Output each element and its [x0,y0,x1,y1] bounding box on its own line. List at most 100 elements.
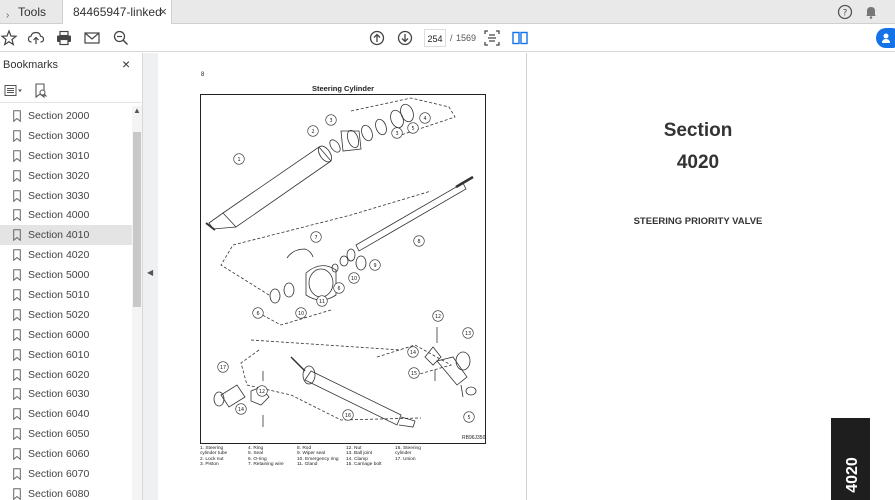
bookmark-item[interactable]: Section 6030 [0,384,132,404]
legend-entry: 15. Carriage bolt [346,462,382,468]
legend-column: 16. Steering cylinder 17. Union [395,446,455,462]
bookmark-item[interactable]: Section 6010 [0,345,132,365]
bookmark-label: Section 6080 [28,487,90,500]
bookmark-icon [13,209,21,222]
bookmark-item[interactable]: Section 3020 [0,166,132,186]
legend-entry: 1. Steering [200,446,224,451]
find-bookmark-icon[interactable] [34,83,48,99]
figure-reference: RB96J350 [462,435,486,441]
document-scrollbar[interactable] [870,53,895,500]
legend-entry: 17. Union [395,456,416,462]
bookmark-item[interactable]: Section 5010 [0,285,132,305]
bookmark-item[interactable]: Section 6070 [0,464,132,484]
bookmark-item[interactable]: Section 6020 [0,365,132,385]
document-view [158,53,870,500]
legend-entry: 14. Clamp [346,456,368,462]
cloud-upload-icon[interactable] [27,29,45,47]
bookmark-item[interactable]: Section 3030 [0,186,132,206]
bookmark-item[interactable]: Section 4010 [0,225,132,246]
tab-document[interactable]: 84465947-linked pd... × [62,0,172,43]
tab-separator-icon: › [6,10,10,21]
bookmarks-header: Bookmarks × [0,53,143,77]
section-heading: Section [663,120,733,141]
fit-page-icon[interactable] [483,29,501,47]
callout-label: 11 [319,299,325,305]
bookmark-icon [13,388,21,401]
bookmark-label: Section 6050 [28,428,90,441]
bookmark-label: Section 3030 [28,189,90,202]
steering-cylinder-figure: 1 2 3 4 5 3 7 8 9 10 6 11 10 6 12 13 14 … [200,94,486,444]
bookmark-item[interactable]: Section 6040 [0,404,132,424]
bookmark-label: Section 6040 [28,408,90,421]
bookmark-item[interactable]: Section 6080 [0,484,132,500]
print-icon[interactable] [55,29,73,47]
section-side-tab: 4020 [831,418,871,500]
bookmark-label: Section 6030 [28,388,90,401]
bookmark-label: Section 6070 [28,468,90,481]
bookmark-item[interactable]: Section 6060 [0,444,132,464]
bookmark-item[interactable]: Section 2000 [0,106,132,126]
scrollbar-thumb[interactable] [133,132,141,307]
star-icon[interactable] [0,29,18,47]
share-button[interactable] [876,28,895,48]
bookmark-item[interactable]: Section 5000 [0,265,132,285]
bookmarks-toolbar [0,79,143,103]
callout-label: 1 [237,157,240,163]
side-tab-label: 4020 [844,457,861,493]
bookmark-icon [13,289,21,302]
bookmark-label: Section 4010 [28,229,90,242]
bookmark-item[interactable]: Section 6000 [0,325,132,345]
scroll-up-icon[interactable]: ▲ [133,106,141,115]
tab-close-icon[interactable]: × [159,4,167,19]
callout-label: 12 [259,389,265,395]
collapse-panel-icon[interactable]: ◀ [147,268,154,277]
bookmark-label: Section 5020 [28,308,90,321]
legend-entry: 11. Gland [297,462,318,468]
legend-entry: 13. Ball joint [346,451,373,457]
bookmark-item[interactable]: Section 4000 [0,205,132,225]
callout-label: 5 [411,126,414,132]
bookmark-item[interactable]: Section 5020 [0,305,132,325]
callout-label: 14 [238,407,244,413]
legend-entry: 10. Emergency ring [297,456,339,462]
bookmark-item[interactable]: Section 4020 [0,245,132,265]
two-page-view-icon[interactable] [511,29,529,47]
bookmark-item[interactable]: Section 3010 [0,146,132,166]
tab-bar: › Tools 84465947-linked pd... × ? [0,0,895,43]
bookmarks-scrollbar[interactable]: ▲ [132,106,142,500]
callout-label: 10 [298,311,304,317]
callout-label: 15 [411,371,417,377]
bookmark-label: Section 3020 [28,169,90,182]
legend-entry: 16. Steering [395,446,421,451]
bookmark-icon [13,328,21,341]
next-page-icon[interactable] [396,29,414,47]
bookmark-item[interactable]: Section 6050 [0,424,132,444]
toolbar: 254 / 1569 [0,24,895,52]
bookmark-label: Section 6020 [28,368,90,381]
bookmark-item[interactable]: Section 3000 [0,126,132,146]
page-number-input[interactable]: 254 [424,29,446,47]
bookmark-icon [13,309,21,321]
bookmark-label: Section 3000 [28,129,90,142]
callout-label: 8 [417,239,420,245]
options-menu-icon[interactable] [4,84,24,98]
legend-entry: cylinder tube [200,451,228,457]
callout-label: 7 [314,235,317,241]
email-icon[interactable] [83,29,101,47]
close-panel-icon[interactable]: × [122,56,131,72]
bookmark-icon [13,169,21,182]
legend-entry: 12. Nut [346,446,362,451]
zoom-icon[interactable] [112,29,130,47]
tab-tools[interactable]: › Tools [6,0,46,24]
help-icon[interactable]: ? [836,3,854,21]
bell-icon[interactable] [862,3,880,21]
callout-label: 14 [410,350,416,356]
callout-label: 13 [465,331,471,337]
bookmark-icon [13,448,21,461]
previous-page-icon[interactable] [368,29,386,47]
bookmark-icon [13,348,21,361]
legend-entry: 9. Wiper seal [297,451,325,457]
svg-text:?: ? [843,9,848,19]
